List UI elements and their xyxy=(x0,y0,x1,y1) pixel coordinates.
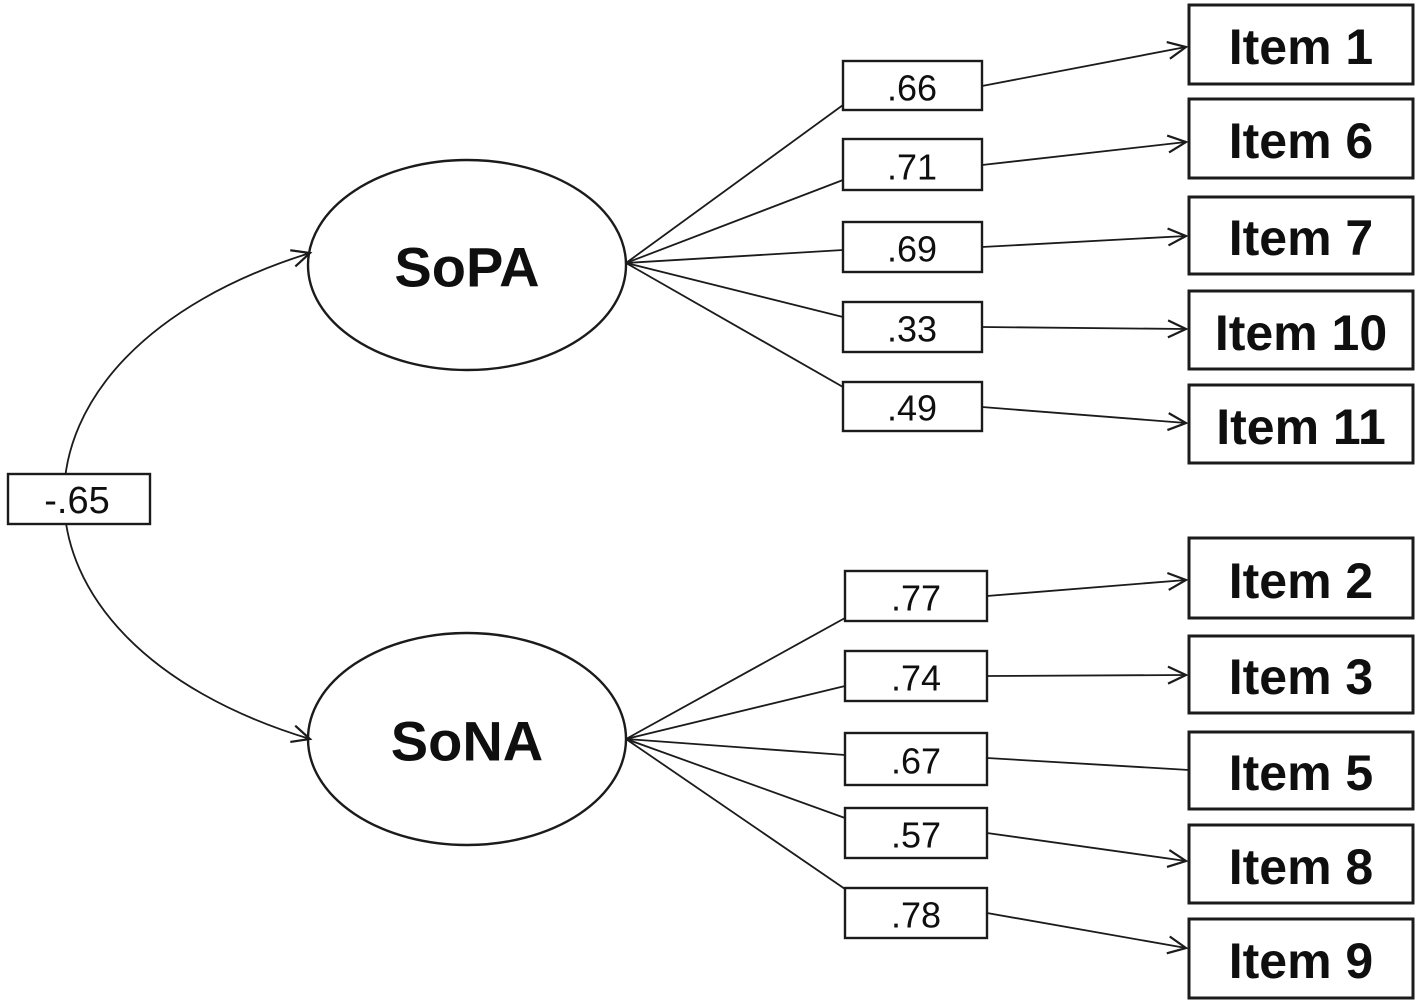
sona-loading-value-4: .57 xyxy=(891,815,941,856)
item-box-6 xyxy=(1187,97,1415,180)
correlation-value-box xyxy=(6,472,152,526)
item-label-9: Item 9 xyxy=(1229,933,1374,989)
sopa-loading-value-5: .49 xyxy=(887,388,937,429)
sona-loading-value-2: .74 xyxy=(891,658,941,699)
sona-loading-line-3 xyxy=(625,738,846,756)
sopa-loading-box-5 xyxy=(841,380,984,433)
sona-loading-box-2 xyxy=(843,649,989,703)
sona-loading-line-2 xyxy=(625,685,846,740)
sona-item-arrow-1 xyxy=(986,571,1189,597)
sopa-loading-line-4 xyxy=(625,262,844,318)
item-box-8 xyxy=(1187,823,1415,905)
item-box-11 xyxy=(1187,383,1415,465)
item-box-10 xyxy=(1187,289,1415,371)
item-box-5 xyxy=(1187,730,1415,811)
sona-loading-value-5: .78 xyxy=(891,895,941,936)
sopa-loading-line-2 xyxy=(625,179,844,264)
sopa-item-arrow-2 xyxy=(981,134,1189,166)
sona-loading-box-3 xyxy=(843,731,989,787)
sopa-loading-value-3: .69 xyxy=(887,229,937,270)
correlation-value: -.65 xyxy=(44,480,109,522)
sopa-loading-value-1: .66 xyxy=(887,68,937,109)
sona-item-arrow-2 xyxy=(986,665,1189,685)
factor-sona-label: SoNA xyxy=(391,710,543,773)
item-box-1 xyxy=(1187,3,1415,86)
item-label-10: Item 10 xyxy=(1215,305,1387,361)
sopa-loading-value-2: .71 xyxy=(887,147,937,188)
sopa-loading-box-4 xyxy=(841,300,984,354)
sona-loading-line-4 xyxy=(625,738,846,819)
sona-loading-box-1 xyxy=(843,569,989,623)
sona-loading-box-4 xyxy=(843,806,989,860)
sona-loading-box-5 xyxy=(843,886,989,940)
sopa-loading-box-1 xyxy=(841,59,984,112)
item-label-3: Item 3 xyxy=(1229,649,1374,705)
item-label-8: Item 8 xyxy=(1229,839,1374,895)
sopa-item-arrow-3 xyxy=(981,227,1189,248)
item-label-5: Item 5 xyxy=(1229,745,1374,801)
sona-loading-line-5 xyxy=(625,738,846,890)
sopa-loading-line-1 xyxy=(625,104,844,264)
sopa-item-arrow-4 xyxy=(981,319,1189,339)
sona-loading-value-1: .77 xyxy=(891,578,941,619)
item-label-11: Item 11 xyxy=(1216,399,1386,455)
item-label-1: Item 1 xyxy=(1229,19,1374,75)
item-box-3 xyxy=(1187,634,1415,715)
sopa-loading-line-5 xyxy=(625,262,844,388)
sopa-loading-box-3 xyxy=(841,220,984,274)
item-label-6: Item 6 xyxy=(1229,113,1374,169)
sopa-loading-value-4: .33 xyxy=(887,309,937,350)
sona-loading-value-3: .67 xyxy=(891,741,941,782)
sopa-loading-box-2 xyxy=(841,137,984,192)
sona-item-arrow-5 xyxy=(986,912,1189,955)
sopa-item-arrow-1 xyxy=(981,40,1189,87)
factor-sopa-label: SoPA xyxy=(394,236,539,299)
sona-loading-line-1 xyxy=(625,617,846,740)
item-label-7: Item 7 xyxy=(1229,210,1374,266)
sopa-loading-line-3 xyxy=(625,249,844,264)
item-box-7 xyxy=(1187,195,1415,276)
item-label-2: Item 2 xyxy=(1229,553,1374,609)
sona-item-arrow-4 xyxy=(986,832,1189,868)
sona-item-line-3 xyxy=(986,757,1190,771)
item-box-9 xyxy=(1187,917,1415,1000)
item-box-2 xyxy=(1187,536,1415,620)
sopa-item-arrow-5 xyxy=(981,406,1189,432)
